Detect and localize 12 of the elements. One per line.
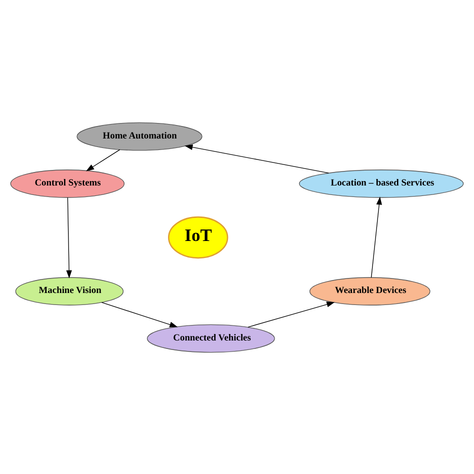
node-ellipse: Connected Vehicles (146, 324, 275, 352)
node-ellipse: Wearable Devices (309, 276, 430, 305)
arrow (184, 144, 330, 173)
node-ellipse: Location – based Services (298, 169, 464, 198)
arrow (66, 196, 72, 278)
arrow (248, 301, 335, 327)
arrow (370, 196, 382, 278)
node-ellipse: Control Systems (10, 169, 125, 198)
arrow (101, 302, 178, 327)
node-ellipse: Machine Vision (15, 276, 124, 305)
arrow (86, 148, 120, 171)
node-ellipse: IoT (168, 216, 228, 258)
